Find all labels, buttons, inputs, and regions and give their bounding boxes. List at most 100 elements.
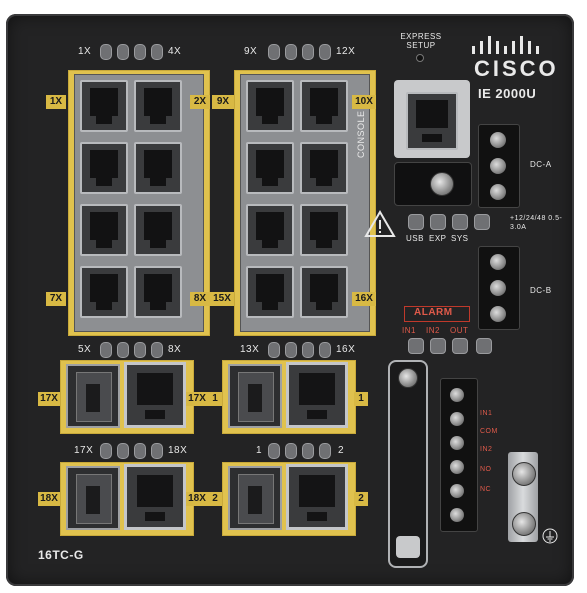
port-led xyxy=(117,443,129,459)
model-name: IE 2000U xyxy=(478,86,537,101)
ethernet-port[interactable] xyxy=(80,142,128,194)
sfp-port[interactable] xyxy=(228,364,282,428)
express-setup-button[interactable] xyxy=(416,54,424,62)
g2-bottom-label-end: 16X xyxy=(336,344,356,355)
g1-bottom-label-start: 5X xyxy=(78,344,92,355)
dc-a-label: DC-A xyxy=(530,160,552,169)
ethernet-port[interactable] xyxy=(134,80,182,132)
terminal-screw-icon xyxy=(450,412,464,426)
port-label: 18X xyxy=(38,492,60,506)
port-label: 1 xyxy=(208,392,222,406)
sfp-port[interactable] xyxy=(66,466,120,530)
alarm-led xyxy=(476,338,492,354)
ethernet-port[interactable] xyxy=(124,362,186,428)
port-label: 1X xyxy=(46,95,66,109)
din-clip-handle[interactable] xyxy=(388,360,428,568)
g2-top-label-end: 12X xyxy=(336,46,356,57)
model-variant: 16TC-G xyxy=(38,548,84,562)
ethernet-port[interactable] xyxy=(300,80,348,132)
terminal-screw-icon xyxy=(450,484,464,498)
ethernet-port[interactable] xyxy=(246,266,294,318)
port-label: 17X xyxy=(186,392,208,406)
alarm-input-label: OUT xyxy=(450,326,469,335)
status-led-label: USB xyxy=(406,234,424,243)
port-led xyxy=(302,342,314,358)
ethernet-port[interactable] xyxy=(300,266,348,318)
alarm-terminal-label: IN1 xyxy=(480,410,493,417)
port-label: 16X xyxy=(352,292,376,306)
ethernet-port[interactable] xyxy=(80,80,128,132)
ground-icon xyxy=(542,528,558,544)
port-led xyxy=(100,44,112,60)
sfp-mid-left-label-start: 17X xyxy=(74,445,94,456)
alarm-label-box xyxy=(404,306,470,322)
status-led xyxy=(430,214,446,230)
alarm-terminal-block[interactable] xyxy=(440,378,478,532)
terminal-screw-icon xyxy=(450,436,464,450)
ethernet-port[interactable] xyxy=(124,464,186,530)
ethernet-port[interactable] xyxy=(286,362,348,428)
port-led xyxy=(134,44,146,60)
status-led xyxy=(408,214,424,230)
terminal-screw-icon xyxy=(490,280,506,296)
alarm-terminal-label: NO xyxy=(480,466,492,473)
port-led xyxy=(285,342,297,358)
alarm-terminal-label: NC xyxy=(480,486,492,493)
ethernet-port[interactable] xyxy=(300,142,348,194)
terminal-screw-icon xyxy=(450,508,464,522)
port-led xyxy=(319,342,331,358)
handle-bottom-latch xyxy=(396,536,420,558)
port-led xyxy=(100,342,112,358)
port-led xyxy=(117,342,129,358)
ethernet-port[interactable] xyxy=(80,204,128,256)
cisco-logo-icon xyxy=(472,36,539,54)
ethernet-port[interactable] xyxy=(300,204,348,256)
port-led xyxy=(268,443,280,459)
alarm-terminal-label: COM xyxy=(480,428,498,435)
alarm-terminal-label: IN2 xyxy=(480,446,493,453)
ethernet-port[interactable] xyxy=(134,142,182,194)
power-spec-label: +12/24/48 0.5-3.0A xyxy=(510,215,563,231)
ethernet-port[interactable] xyxy=(246,204,294,256)
ethernet-port[interactable] xyxy=(246,142,294,194)
status-led-label: SYS xyxy=(451,234,469,243)
console-port[interactable] xyxy=(406,92,458,150)
port-led xyxy=(134,443,146,459)
port-label: 8X xyxy=(190,292,210,306)
express-setup-label: EXPRESS SETUP xyxy=(400,32,442,50)
brand-name: CISCO xyxy=(474,56,559,81)
port-led xyxy=(285,44,297,60)
ground-screw-icon xyxy=(512,462,536,486)
ethernet-port[interactable] xyxy=(80,266,128,318)
terminal-screw-icon xyxy=(490,254,506,270)
sfp-mid-right-label-end: 2 xyxy=(338,445,345,456)
g2-top-label-start: 9X xyxy=(244,46,258,57)
port-label: 7X xyxy=(46,292,66,306)
sfp-mid-left-label-end: 18X xyxy=(168,445,188,456)
g1-bottom-label-end: 8X xyxy=(168,344,182,355)
sfp-port[interactable] xyxy=(228,466,282,530)
port-led xyxy=(302,44,314,60)
port-led xyxy=(268,44,280,60)
port-label: 2 xyxy=(354,492,368,506)
port-led xyxy=(100,443,112,459)
ethernet-port[interactable] xyxy=(246,80,294,132)
g1-top-label-start: 1X xyxy=(78,46,92,57)
g2-bottom-label-start: 13X xyxy=(240,344,260,355)
port-led xyxy=(285,443,297,459)
terminal-screw-icon xyxy=(490,306,506,322)
terminal-screw-icon xyxy=(490,158,506,174)
ethernet-port[interactable] xyxy=(134,204,182,256)
port-label: 2 xyxy=(208,492,222,506)
port-led xyxy=(319,44,331,60)
sfp-port[interactable] xyxy=(66,364,120,428)
terminal-screw-icon xyxy=(490,132,506,148)
port-label: 18X xyxy=(186,492,208,506)
ground-screw-icon xyxy=(512,512,536,536)
alarm-input-label: IN1 xyxy=(402,326,416,335)
dc-b-label: DC-B xyxy=(530,286,552,295)
ethernet-port[interactable] xyxy=(286,464,348,530)
ethernet-port[interactable] xyxy=(134,266,182,318)
port-label: 1 xyxy=(354,392,368,406)
port-label: 17X xyxy=(38,392,60,406)
